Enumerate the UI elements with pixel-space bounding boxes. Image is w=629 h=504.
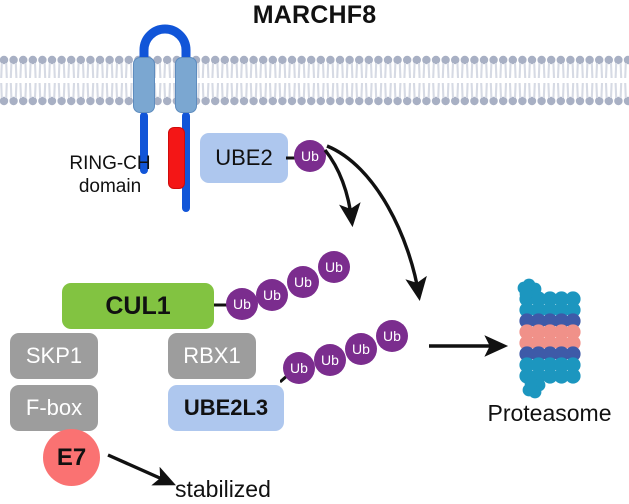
page-title: MARCHF8: [252, 1, 377, 29]
ubiquitin-label: Ub: [290, 360, 308, 376]
ubiquitin-cul1-3: Ub: [287, 266, 319, 298]
ubiquitin-label: Ub: [263, 287, 281, 303]
transmembrane-helix-1: [133, 57, 155, 113]
proteasome-complex: [517, 278, 581, 399]
fbox-label: F-box: [25, 395, 83, 420]
ubiquitin-label: Ub: [294, 274, 312, 290]
cul1-ubiquitin-linker: [214, 303, 228, 307]
arrow-transfer-to-ube2l3-chain: [326, 144, 427, 302]
ring-ch-domain-label: RING-CH domain: [48, 152, 172, 198]
ube2-protein-box: UBE2: [200, 133, 288, 183]
ubiquitin-cul1-2: Ub: [256, 279, 288, 311]
ubiquitin-ube2l3-3: Ub: [345, 333, 377, 365]
ube2-label: UBE2: [215, 145, 273, 170]
cul1-label: CUL1: [105, 291, 171, 320]
ubiquitin-cul1-4: Ub: [318, 251, 350, 283]
ubiquitin-cul1-1: Ub: [226, 288, 258, 320]
fbox-protein-box: F-box: [10, 385, 98, 431]
ubiquitin-ube2l3-4: Ub: [376, 320, 408, 352]
e7-substrate: E7: [43, 429, 100, 486]
marchf8-protein-backbone: [139, 24, 191, 212]
lipid-bilayer-membrane: [0, 55, 629, 107]
proteasome-label: Proteasome: [487, 400, 612, 426]
ring-ch-label-line1: RING-CH: [69, 153, 151, 174]
skp1-label: SKP1: [25, 343, 83, 368]
arrow-transfer-to-cul1-chain: [323, 148, 361, 228]
stabilized-label: stabilized: [175, 476, 271, 502]
rbx1-protein-box: RBX1: [168, 333, 256, 379]
rbx1-label: RBX1: [183, 343, 241, 368]
ubiquitin-label: Ub: [321, 352, 339, 368]
skp1-protein-box: SKP1: [10, 333, 98, 379]
ubiquitin-label: Ub: [352, 341, 370, 357]
ring-ch-label-line2: domain: [78, 176, 142, 197]
ube2l3-label: UBE2L3: [183, 395, 269, 420]
ring-ch-domain: [168, 127, 185, 189]
ubiquitin-label: Ub: [301, 148, 319, 164]
ube2l3-protein-box: UBE2L3: [168, 385, 284, 431]
ubiquitin-label: Ub: [383, 328, 401, 344]
e7-label: E7: [56, 443, 87, 471]
ubiquitin-on-ube2: Ub: [294, 140, 326, 172]
arrow-e7-stabilized: [107, 453, 176, 486]
ubiquitin-ube2l3-1: Ub: [283, 352, 315, 384]
transmembrane-helix-2: [175, 57, 197, 113]
ubiquitin-label: Ub: [233, 296, 251, 312]
cul1-protein-box: CUL1: [62, 283, 214, 329]
ubiquitin-label: Ub: [325, 259, 343, 275]
ubiquitin-ube2l3-2: Ub: [314, 344, 346, 376]
